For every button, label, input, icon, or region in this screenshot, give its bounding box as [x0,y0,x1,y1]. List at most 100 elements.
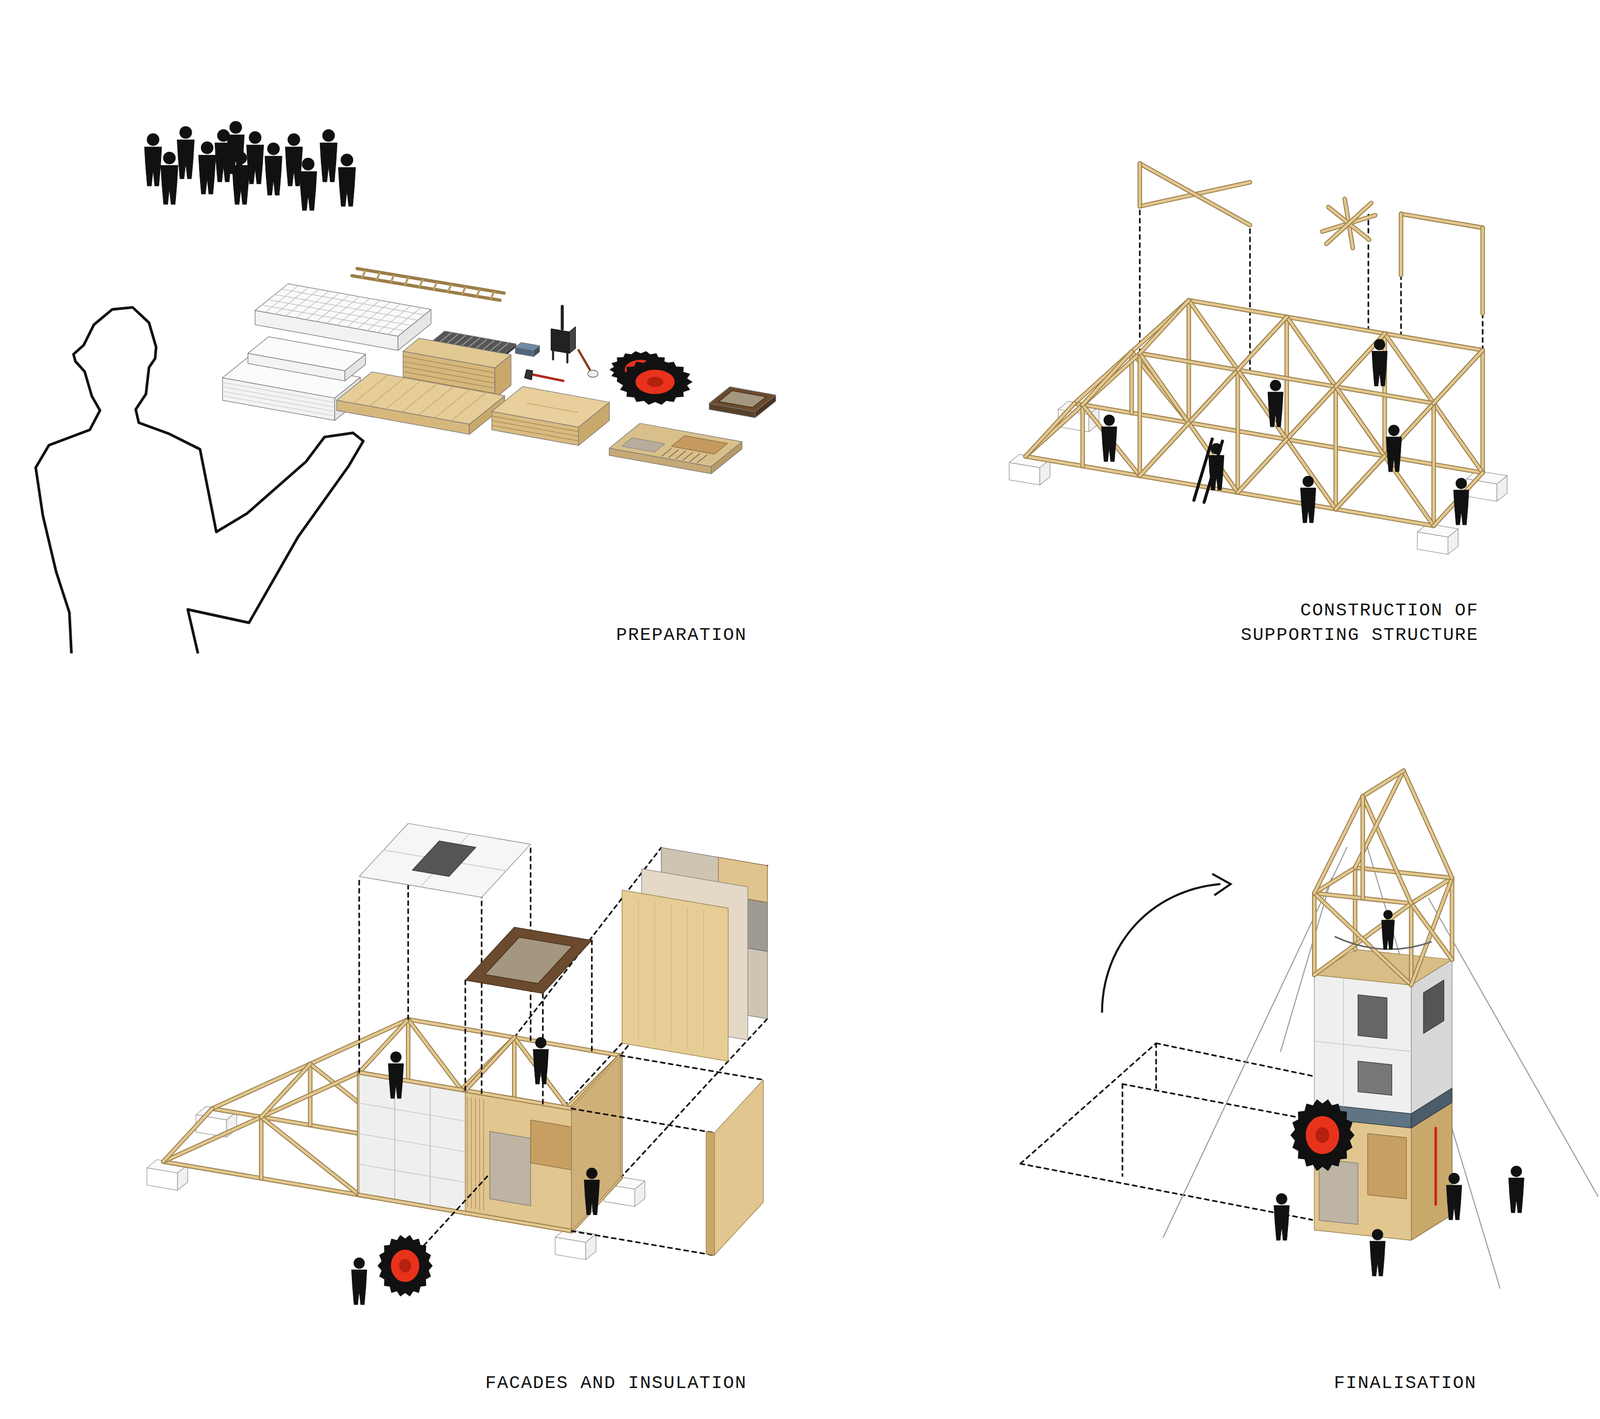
person-head [267,142,281,156]
person-head [1269,379,1282,392]
timber-beam [1432,403,1435,526]
person-silhouette [1267,379,1284,428]
structure-panel [1009,163,1508,555]
grid-line [281,288,425,315]
timber-beam-edge [1335,386,1434,526]
grid-line [387,307,421,335]
slat [690,453,700,462]
timber-beam [1237,439,1287,493]
person-head [179,126,193,140]
person-head [1373,339,1386,351]
material-face [609,423,743,467]
dashed-guide [358,876,360,1073]
timber-beam [1355,867,1453,878]
timber-beam-edge [1360,796,1366,899]
person-silhouette [351,1257,367,1305]
tower-deck [1314,948,1453,985]
shovel-handle [578,350,590,370]
dashed-guide [1400,275,1402,337]
tyre-rim [634,369,676,395]
tyre-tread [618,359,692,404]
shovel-blade [587,370,599,378]
timber-beam-edge [1400,213,1483,228]
person-head [1210,443,1223,455]
end-wall-edge [706,1131,715,1256]
timber-beam-edge [1449,877,1455,960]
timber-beam-edge [1082,404,1140,476]
timber-beam [1353,867,1357,949]
grid-line [326,296,360,324]
grid-line [275,294,419,320]
person-body [246,144,264,184]
person-head [535,1036,547,1049]
ladder-rung [362,270,366,278]
timber-beam [1335,403,1434,510]
timber-beam [1481,227,1484,314]
person-head [322,129,336,143]
ladder-rung [404,277,408,285]
grid-line [377,305,411,333]
person-silhouette [198,141,216,195]
step-label: FACADES AND INSULATION [485,1370,747,1396]
rotation-arrow [1102,884,1221,1013]
dashed-guide [1155,1043,1157,1093]
slat [471,1097,472,1208]
timber-beam-edge [1352,867,1358,949]
reclaimed-patch [530,1119,572,1170]
ladder-rung [390,275,394,283]
reclaimed-patch [621,437,665,453]
timber-beam-edge [1137,163,1143,207]
dashed-guide [418,1175,488,1252]
grid-line [367,303,401,331]
facade-panel [146,823,768,1305]
timber-beam [1139,475,1434,526]
ladder-rung [376,273,380,280]
timber-beam-edge [1080,404,1086,467]
timber-beam-edge [1433,350,1484,404]
person-body [299,171,317,211]
person-silhouette [1446,1172,1462,1220]
board-layer [491,420,579,437]
dashed-guide [1139,206,1141,354]
window-glass [718,390,767,408]
timber-beam-edge [1025,403,1075,457]
tower-window [1357,1060,1392,1096]
timber-beam [1335,386,1434,526]
preparation-panel [35,120,776,654]
timber-beam-edge [1399,213,1404,276]
person-body [1381,919,1395,949]
panel-joint [1314,1040,1412,1052]
tyre-hub [1315,1126,1330,1143]
step-label: PREPARATION [616,622,747,648]
timber-beam [1139,422,1189,476]
timber-beam [1411,877,1453,985]
step-label: FINALISATION [1334,1370,1477,1396]
wood-grain [526,403,578,413]
grid-line [336,298,370,325]
timber-beam-edge [1137,353,1143,476]
timber-beam-edge [1335,456,1385,510]
deck-board [451,392,487,421]
person-silhouette [1371,339,1388,387]
timber-beam [1334,386,1337,510]
timber-beam [1481,350,1484,473]
slat [676,451,686,459]
grid-line [357,302,391,329]
wood-grain [654,901,656,1043]
end-wall-panel [714,1079,764,1256]
timber-beam-edge [1431,403,1436,526]
person-silhouette [1370,1228,1386,1276]
person-body [227,134,245,174]
wood-grain [670,904,672,1046]
timber-beam-edge [163,1108,213,1162]
timber-beam-edge [1314,796,1364,893]
timber-beam [1411,903,1453,960]
person-body [1371,351,1388,387]
ladder-rung [419,280,423,287]
stove-leg [551,350,554,360]
timber-beam-edge [1139,353,1434,404]
insulation-facade [359,1072,466,1213]
person-head [1103,414,1115,426]
timber-beam [1433,472,1484,526]
